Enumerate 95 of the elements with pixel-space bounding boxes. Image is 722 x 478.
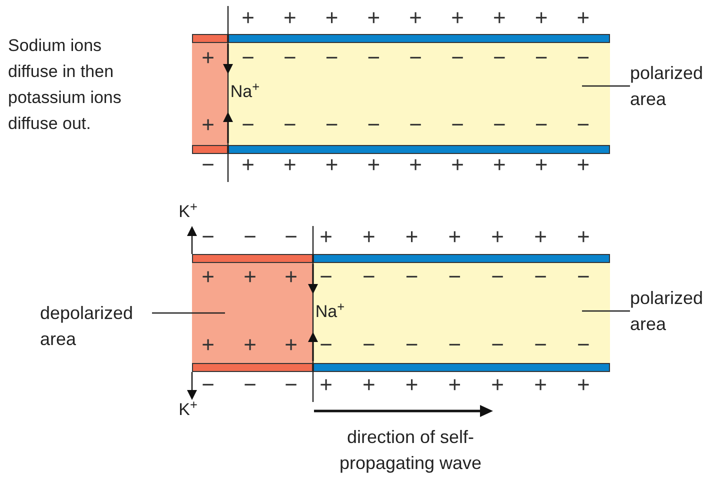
charge-sign: + (202, 266, 214, 288)
charge-sign: − (367, 114, 380, 136)
leader-line (582, 85, 630, 87)
region-label: depolarized area (40, 300, 152, 352)
charge-sign: − (202, 226, 214, 248)
charge-sign: + (325, 154, 338, 176)
charge-sign: − (448, 334, 462, 356)
charge-sign: + (367, 154, 380, 176)
charge-sign: + (405, 374, 418, 396)
charge-sign: − (534, 266, 547, 288)
charge-sign: − (492, 114, 506, 136)
charge-sign: − (409, 114, 422, 136)
charge-sign: − (244, 374, 256, 396)
charge-sign: − (534, 334, 547, 356)
charge-sign: − (405, 266, 418, 288)
charge-sign: − (534, 114, 548, 136)
charge-sign: + (448, 226, 462, 248)
charge-sign: + (284, 334, 298, 356)
charge-sign: − (284, 226, 298, 248)
charge-sign: + (576, 374, 590, 396)
charge-sign: + (534, 154, 548, 176)
charge-sign: − (242, 114, 254, 136)
charge-sign: + (492, 7, 506, 29)
charge-sign: + (202, 114, 214, 136)
charge-sign: + (283, 154, 296, 176)
charge-sign: − (534, 47, 548, 69)
charge-sign: − (409, 47, 422, 69)
ion-label: K$^{+}$ (178, 202, 198, 222)
charge-sign: + (448, 374, 462, 396)
charge-sign: − (283, 47, 296, 69)
charge-sign: + (576, 154, 590, 176)
caption-text: direction of self-propagating wave (338, 426, 483, 475)
charge-sign: + (202, 334, 214, 356)
charge-sign: + (325, 7, 338, 29)
charge-sign: − (362, 266, 376, 288)
charge-sign: − (202, 374, 214, 396)
charge-sign: + (320, 226, 332, 248)
charge-sign: + (202, 47, 214, 69)
charge-sign: + (244, 334, 256, 356)
charge-sign: + (451, 154, 464, 176)
charge-sign: − (576, 114, 590, 136)
charge-sign: + (409, 154, 422, 176)
charge-sign: + (491, 374, 504, 396)
charge-sign: + (362, 226, 376, 248)
charge-sign: + (242, 154, 254, 176)
charge-sign: − (242, 47, 254, 69)
charge-sign: − (405, 334, 418, 356)
charge-sign: + (492, 154, 506, 176)
ion-label: K$^{+}$ (178, 400, 198, 420)
charge-sign: + (409, 7, 422, 29)
charge-sign: + (284, 266, 298, 288)
charge-sign: + (576, 7, 590, 29)
polarized-region (313, 262, 610, 363)
region-label: polarized area (630, 60, 722, 112)
ion-label: Na$^{+}$ (230, 82, 260, 102)
charge-sign: + (362, 374, 376, 396)
charge-sign: + (367, 7, 380, 29)
charge-sign: + (534, 7, 548, 29)
charge-sign: + (244, 266, 256, 288)
charge-sign: − (325, 47, 338, 69)
charge-sign: + (242, 7, 254, 29)
ion-label: Na$^{+}$ (315, 302, 345, 322)
charge-sign: + (534, 226, 547, 248)
charge-sign: − (244, 226, 256, 248)
charge-sign: + (491, 226, 504, 248)
region-label: polarized area (630, 285, 722, 337)
charge-sign: − (451, 114, 464, 136)
charge-sign: − (320, 266, 332, 288)
leader-line (152, 312, 225, 314)
charge-sign: − (325, 114, 338, 136)
charge-sign: − (320, 334, 332, 356)
charge-sign: + (283, 7, 296, 29)
leader-line (582, 310, 630, 312)
polarized-region (228, 42, 610, 145)
charge-sign: − (202, 154, 214, 176)
charge-sign: − (576, 266, 590, 288)
charge-sign: − (491, 334, 504, 356)
charge-sign: + (534, 374, 547, 396)
charge-sign: − (576, 47, 590, 69)
charge-sign: − (284, 374, 298, 396)
charge-sign: − (283, 114, 296, 136)
charge-sign: + (320, 374, 332, 396)
charge-sign: − (451, 47, 464, 69)
charge-sign: + (405, 226, 418, 248)
charge-sign: + (576, 226, 590, 248)
note-text: Sodium ions diffuse in then potassium ions diffuse out. (8, 35, 122, 135)
charge-sign: − (448, 266, 462, 288)
charge-sign: + (451, 7, 464, 29)
charge-sign: − (362, 334, 376, 356)
depolarized-region (192, 42, 228, 145)
depolarized-region (192, 262, 313, 363)
charge-sign: − (367, 47, 380, 69)
charge-sign: − (576, 334, 590, 356)
charge-sign: − (492, 47, 506, 69)
charge-sign: − (491, 266, 504, 288)
